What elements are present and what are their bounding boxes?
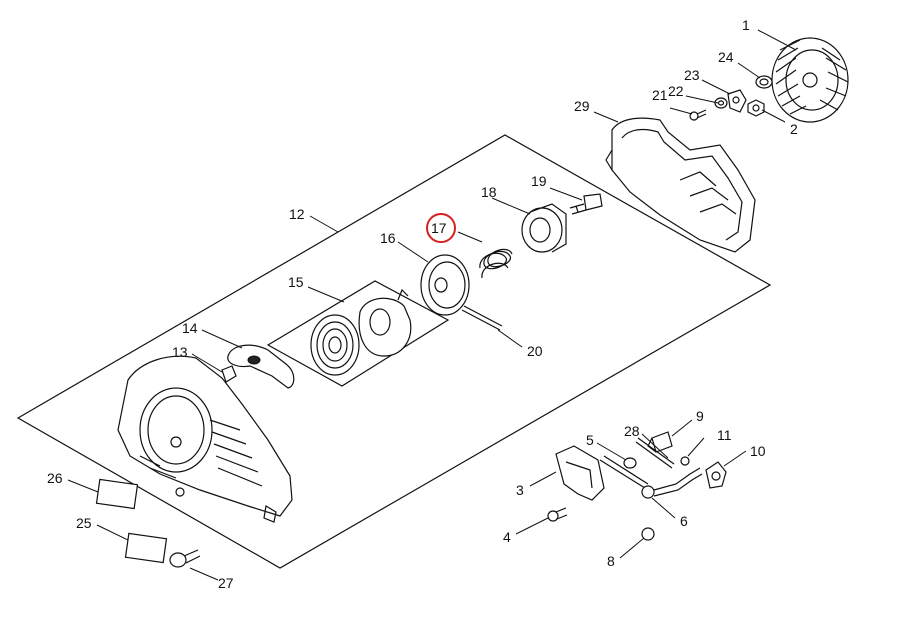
bracket-part-3	[555, 445, 605, 501]
label-28: 28	[624, 423, 640, 439]
spring-part-17	[479, 248, 513, 279]
label-8: 8	[607, 553, 615, 569]
label-29: 29	[574, 98, 590, 114]
label-sticker-26	[95, 478, 139, 510]
screw-part-4	[547, 507, 568, 522]
wire-part-28	[635, 437, 675, 469]
label-25: 25	[76, 515, 92, 531]
label-9: 9	[696, 408, 704, 424]
label-13: 13	[172, 344, 188, 360]
spring-case-part-15b	[358, 288, 412, 357]
label-17: 17	[431, 220, 447, 236]
assembly-frame-15	[266, 280, 450, 387]
label-24: 24	[718, 49, 734, 65]
label-21: 21	[652, 87, 668, 103]
grommet-part-5	[623, 457, 637, 469]
screw-part-19	[569, 193, 603, 215]
label-23: 23	[684, 67, 700, 83]
plug-part-8	[641, 527, 655, 541]
label-12: 12	[289, 206, 305, 222]
clip-part-13	[221, 365, 237, 383]
leader-lines	[67, 29, 797, 581]
label-16: 16	[380, 230, 396, 246]
spring-coil-part-15a	[310, 314, 360, 376]
washer-part-22	[714, 97, 728, 109]
rod-part-6	[599, 455, 703, 499]
pawl-part-23	[727, 89, 747, 113]
elbow-part-10	[705, 461, 727, 489]
starter-housing	[117, 355, 293, 523]
label-sticker-25	[124, 532, 168, 564]
label-11: 11	[717, 427, 732, 443]
label-5: 5	[586, 432, 594, 448]
nut-part-2	[747, 99, 765, 117]
highlight-circle-17	[426, 213, 456, 243]
label-26: 26	[47, 470, 63, 486]
label-22: 22	[668, 83, 684, 99]
label-20: 20	[527, 343, 543, 359]
label-18: 18	[481, 184, 497, 200]
clamp-part-11	[680, 456, 690, 466]
label-27: 27	[218, 575, 234, 591]
label-2: 2	[790, 121, 798, 137]
screw-part-27	[169, 549, 201, 568]
label-14: 14	[182, 320, 198, 336]
label-4: 4	[503, 529, 511, 545]
label-10: 10	[750, 443, 766, 459]
clip-part-24	[755, 75, 773, 89]
reel-part-16	[420, 254, 470, 316]
rope-part-20	[461, 305, 503, 331]
screw-part-21	[689, 109, 707, 121]
handle-part-14	[227, 344, 295, 389]
label-15: 15	[288, 274, 304, 290]
fan-cover-part-29	[605, 117, 756, 253]
label-3: 3	[516, 482, 524, 498]
label-1: 1	[742, 17, 750, 33]
ratchet-part-18	[521, 203, 567, 253]
label-6: 6	[680, 513, 688, 529]
flywheel-part-1	[771, 37, 849, 123]
assembly-frame-12	[16, 134, 772, 569]
label-19: 19	[531, 173, 547, 189]
fitting-part-9	[647, 431, 673, 453]
